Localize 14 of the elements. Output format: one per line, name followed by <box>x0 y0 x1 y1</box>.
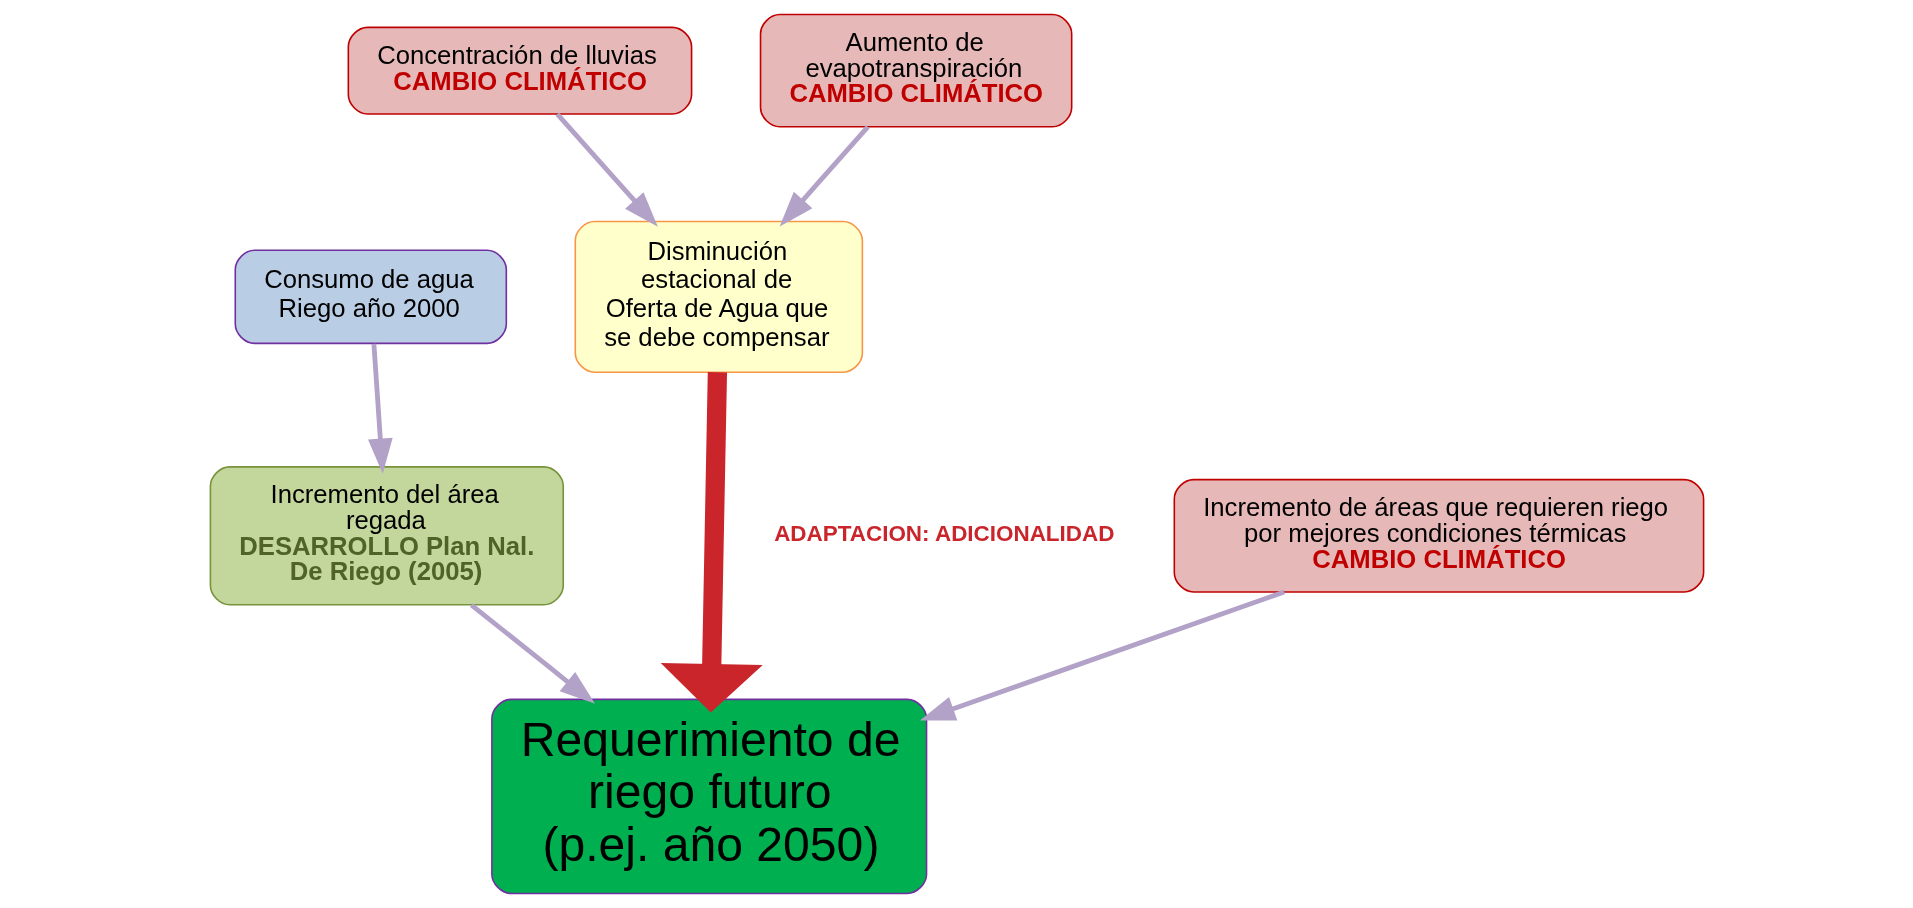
arrow <box>779 125 870 227</box>
node-box: Incremento de áreas que requieren riego por mejores condiciones térmicas CAMBIO CLIMÁTICO <box>1173 478 1704 593</box>
edge-label: ADAPTACION: ADICIONALIDAD <box>773 520 1114 546</box>
arrow <box>660 372 763 713</box>
node-box: Consumo de agua Riego año 2000 <box>233 249 507 345</box>
node-box: Requerimiento de riego futuro (p.ej. año 2050) <box>490 698 927 895</box>
node-box: Concentración de lluvias CAMBIO CLIMÁTICO <box>347 26 692 115</box>
node-box: Disminución estacional de Oferta de Agua que se debe compensar <box>574 220 863 373</box>
node-box: Aumento de evapotranspiración CAMBIO CLIMÁTICO <box>759 13 1072 128</box>
arrow <box>919 589 1285 721</box>
arrow <box>469 603 595 704</box>
node-box: Incremento del área regada DESARROLLO Plan Nal. De Riego (2005) <box>209 466 564 606</box>
arrow <box>367 343 393 474</box>
arrow <box>555 112 658 227</box>
